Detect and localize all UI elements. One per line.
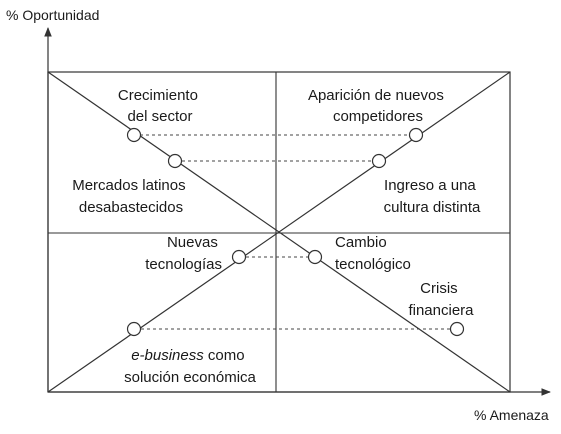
node-ingreso — [371, 153, 387, 169]
label-ebusiness-rest: como — [204, 347, 245, 364]
label-aparicion-line2: competidores — [333, 108, 423, 125]
label-nuevas-line2: tecnologías — [145, 256, 222, 273]
diagonal-ascending — [47, 71, 511, 393]
matrix-frame — [47, 71, 511, 393]
label-crecimiento-line1: Crecimiento — [118, 87, 198, 104]
label-nuevas-tecnologias: Nuevas tecnologías — [145, 234, 222, 273]
label-aparicion: Aparición de nuevos competidores — [308, 87, 448, 125]
label-crisis: Crisis financiera — [408, 280, 474, 319]
label-ingreso-line1: Ingreso a una — [384, 177, 476, 194]
label-nuevas-line1: Nuevas — [167, 234, 218, 251]
label-aparicion-line1: Aparición de nuevos — [308, 87, 444, 104]
label-cambio-line1: Cambio — [335, 234, 387, 251]
node-ebusiness — [126, 321, 142, 337]
node-crecimiento — [126, 127, 142, 143]
label-mercados: Mercados latinos desabastecidos — [72, 177, 190, 216]
node-mercados — [167, 153, 183, 169]
label-crecimiento-line2: del sector — [127, 108, 192, 125]
node-crisis — [449, 321, 465, 337]
node-nuevas-tecnologias — [231, 249, 247, 265]
label-mercados-line1: Mercados latinos — [72, 177, 185, 194]
label-ebusiness-line1: e-business como — [131, 347, 244, 364]
label-mercados-line2: desabastecidos — [79, 199, 183, 216]
label-ebusiness-line2: solución económica — [124, 369, 256, 386]
label-cambio-line2: tecnológico — [335, 256, 411, 273]
x-axis-title: % Amenaza — [474, 407, 549, 423]
label-ebusiness: e-business como solución económica — [124, 347, 256, 386]
label-ingreso: Ingreso a una cultura distinta — [384, 177, 481, 216]
label-ebusiness-italic: e-business — [131, 347, 204, 364]
label-crecimiento: Crecimiento del sector — [118, 87, 202, 125]
label-ingreso-line2: cultura distinta — [384, 199, 481, 216]
node-aparicion — [408, 127, 424, 143]
node-cambio-tecnologico — [307, 249, 323, 265]
label-crisis-line2: financiera — [408, 302, 474, 319]
label-cambio-tecnologico: Cambio tecnológico — [335, 234, 411, 273]
y-axis-title: % Oportunidad — [6, 7, 99, 23]
label-crisis-line1: Crisis — [420, 280, 458, 297]
